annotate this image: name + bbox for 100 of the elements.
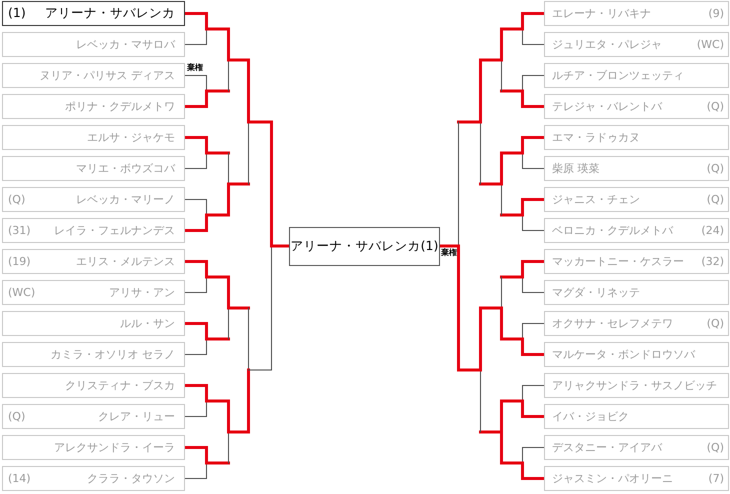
player-box <box>2 435 185 460</box>
player-box <box>544 32 729 57</box>
bracket-line <box>184 12 208 30</box>
bracket-line <box>205 214 230 216</box>
bracket-line <box>184 90 208 108</box>
player-box <box>544 156 729 181</box>
bracket-line <box>438 244 460 248</box>
player-box <box>2 249 185 274</box>
bracket-line <box>458 122 459 246</box>
bracket-line <box>205 276 230 278</box>
bracket-line <box>205 400 230 402</box>
player-name: ポリナ・クデルメトワ <box>65 101 175 112</box>
bracket-line <box>184 152 207 169</box>
player-name: テレジャ・バレントバ <box>552 101 662 112</box>
player-box <box>2 32 185 57</box>
bracket-line <box>522 152 544 169</box>
bracket-line <box>522 385 544 402</box>
seed-label: (7) <box>708 473 724 484</box>
player-box <box>544 342 729 367</box>
seed-label: (1) <box>8 7 26 20</box>
player-box <box>544 280 729 305</box>
bracket-line <box>521 462 546 480</box>
bracket-line <box>205 152 230 154</box>
seed-label: (Q) <box>706 318 724 329</box>
bracket-line <box>500 306 503 340</box>
bracket-line <box>227 276 230 310</box>
player-name: マッカートニー・ケスラー <box>552 256 684 267</box>
bracket-line <box>184 400 207 417</box>
bracket-line <box>248 308 249 370</box>
bracket-line <box>522 28 544 45</box>
seed-label: (9) <box>708 8 724 19</box>
seed-label: (Q) <box>706 101 724 112</box>
player-box <box>544 435 729 460</box>
bracket-line <box>500 152 503 186</box>
bracket-line <box>457 368 482 372</box>
bracket-line <box>480 122 481 184</box>
player-box <box>544 94 729 119</box>
bracket-line <box>227 400 230 434</box>
player-name: マルケータ・ボンドロウソバ <box>552 349 695 360</box>
bracket-line <box>228 308 229 340</box>
bracket-line <box>184 199 207 216</box>
edge-label: 棄権 <box>441 249 457 257</box>
bracket-line <box>184 384 208 402</box>
player-box <box>2 125 185 150</box>
bracket-line <box>184 462 207 479</box>
bracket-line <box>479 306 482 372</box>
champion-box <box>289 227 440 266</box>
bracket-line <box>457 120 482 124</box>
player-name: 柴原 瑛菜 <box>552 163 600 174</box>
bracket-line <box>205 462 230 464</box>
seed-label: (Q) <box>706 163 724 174</box>
player-name: ジャニス・チェン <box>552 194 640 205</box>
bracket-line <box>522 214 544 231</box>
bracket-line <box>184 214 208 232</box>
player-box <box>544 218 729 243</box>
bracket-line <box>479 306 503 310</box>
bracket-line <box>247 368 250 434</box>
bracket-line <box>501 60 502 92</box>
player-name: マグダ・リネッテ <box>552 287 640 298</box>
bracket-line <box>521 260 546 278</box>
seed-label: (WC) <box>696 39 724 50</box>
bracket-line <box>500 28 524 30</box>
seed-label: (Q) <box>8 194 26 205</box>
player-box <box>2 1 185 26</box>
bracket-line <box>271 246 272 370</box>
bracket-line <box>457 244 460 372</box>
seed-label: (Q) <box>8 411 26 422</box>
player-name: レベッカ・マリーノ <box>76 194 175 205</box>
seed-label: (24) <box>701 225 724 236</box>
bracket-line <box>500 90 524 92</box>
player-name: クララ・タウソン <box>87 473 175 484</box>
seed-label: (Q) <box>706 442 724 453</box>
bracket-line <box>205 338 230 340</box>
player-name: レイラ・フェルナンデス <box>54 225 175 236</box>
bracket-line <box>500 214 524 216</box>
player-name: エレーナ・リバキナ <box>552 8 651 19</box>
seed-label: (14) <box>8 473 31 484</box>
player-box <box>2 373 185 398</box>
bracket-line <box>500 430 503 464</box>
bracket-line <box>500 400 524 402</box>
bracket-line <box>479 58 482 124</box>
bracket-line <box>184 276 207 293</box>
player-name: ルル・サン <box>120 318 175 329</box>
player-box <box>2 63 185 88</box>
player-box <box>544 63 729 88</box>
champion-name: アリーナ・サバレンカ(1) <box>290 240 438 253</box>
player-name: クリスティナ・ブスカ <box>65 380 175 391</box>
bracket-line <box>184 136 208 154</box>
player-box <box>544 1 729 26</box>
bracket-line <box>228 432 229 464</box>
player-name: オクサナ・セレフメテワ <box>552 318 673 329</box>
player-box <box>544 187 729 212</box>
bracket-line <box>184 260 208 278</box>
player-name: レベッカ・マサロバ <box>76 39 175 50</box>
bracket-line <box>480 370 481 432</box>
bracket-line <box>227 182 250 186</box>
bracket-line <box>522 447 544 464</box>
bracket-line <box>522 323 544 340</box>
bracket-line <box>521 136 546 154</box>
player-box <box>544 466 729 491</box>
